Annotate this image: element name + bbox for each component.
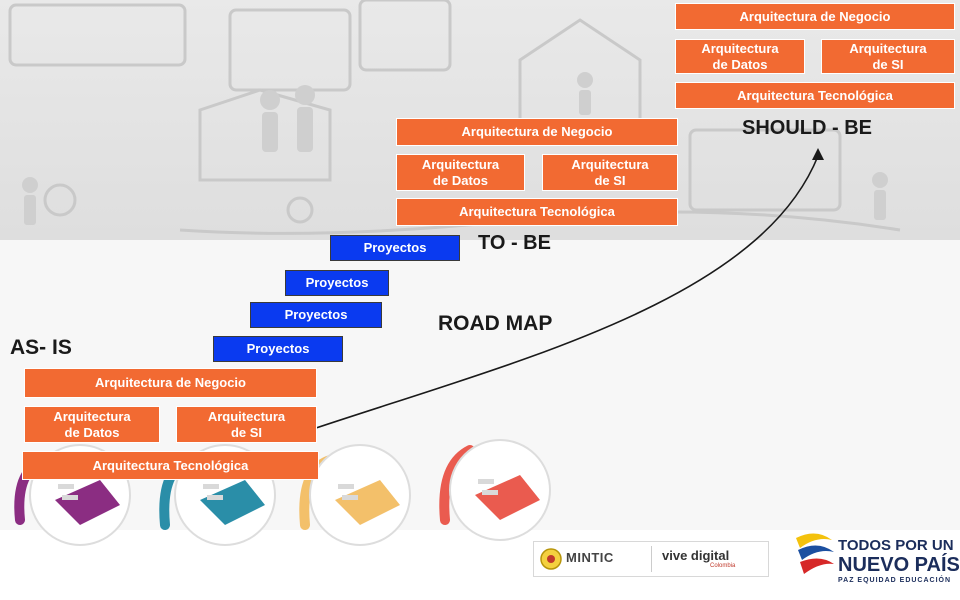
todos-line3: PAZ EQUIDAD EDUCACIÓN: [838, 577, 952, 584]
datos-line2: de Datos: [64, 424, 120, 440]
to-be-label: TO - BE: [478, 232, 551, 254]
to-be-si-box: Arquitectura de SI: [542, 154, 678, 191]
mintic-vive-digital-logo: MINTIC vive digital Colombia: [533, 541, 769, 577]
todos-line1: TODOS POR UN: [838, 537, 954, 554]
si-line1: Arquitectura: [849, 40, 927, 56]
as-is-negocio-box: Arquitectura de Negocio: [24, 368, 317, 398]
should-be-datos-box: Arquitectura de Datos: [675, 39, 805, 74]
to-be-tecnologica-box: Arquitectura Tecnológica: [396, 198, 678, 226]
as-is-datos-box: Arquitectura de Datos: [24, 406, 160, 443]
si-line1: Arquitectura: [207, 408, 286, 424]
datos-line1: Arquitectura: [53, 408, 131, 424]
to-be-negocio-box: Arquitectura de Negocio: [396, 118, 678, 146]
todos-line2: NUEVO PAÍS: [838, 554, 960, 576]
datos-line1: Arquitectura: [701, 40, 779, 56]
should-be-label: SHOULD - BE: [742, 117, 872, 139]
vive-digital-logo-text: vive digital: [662, 548, 730, 563]
colombia-seal-icon: [540, 548, 562, 570]
as-is-label: AS- IS: [10, 336, 72, 359]
proyectos-step-3: Proyectos: [285, 270, 389, 296]
road-map-label: ROAD MAP: [438, 312, 553, 335]
background-illustration-shapes: [8, 0, 901, 235]
proyectos-step-4: Proyectos: [330, 235, 460, 261]
si-line2: de SI: [872, 56, 904, 72]
colombia-flag-swoosh-icon: [796, 533, 834, 574]
as-is-tecnologica-box: Arquitectura Tecnológica: [22, 451, 319, 480]
todos-por-un-nuevo-pais-logo: TODOS POR UN NUEVO PAÍS PAZ EQUIDAD EDUC…: [838, 538, 960, 586]
si-line1: Arquitectura: [571, 156, 649, 172]
si-line2: de SI: [230, 424, 263, 440]
as-is-si-box: Arquitectura de SI: [176, 406, 317, 443]
mintic-logo-text: MINTIC: [566, 550, 614, 565]
should-be-si-box: Arquitectura de SI: [821, 39, 955, 74]
proyectos-step-1: Proyectos: [213, 336, 343, 362]
datos-line1: Arquitectura: [421, 156, 500, 172]
vive-digital-subtext: Colombia: [710, 563, 736, 569]
proyectos-step-2: Proyectos: [250, 302, 382, 328]
datos-line2: de Datos: [433, 172, 488, 188]
logo-divider: [651, 546, 652, 572]
si-line2: de SI: [594, 172, 626, 188]
to-be-datos-box: Arquitectura de Datos: [396, 154, 525, 191]
datos-line2: de Datos: [712, 56, 768, 72]
should-be-tecnologica-box: Arquitectura Tecnológica: [675, 82, 955, 109]
should-be-negocio-box: Arquitectura de Negocio: [675, 3, 955, 30]
